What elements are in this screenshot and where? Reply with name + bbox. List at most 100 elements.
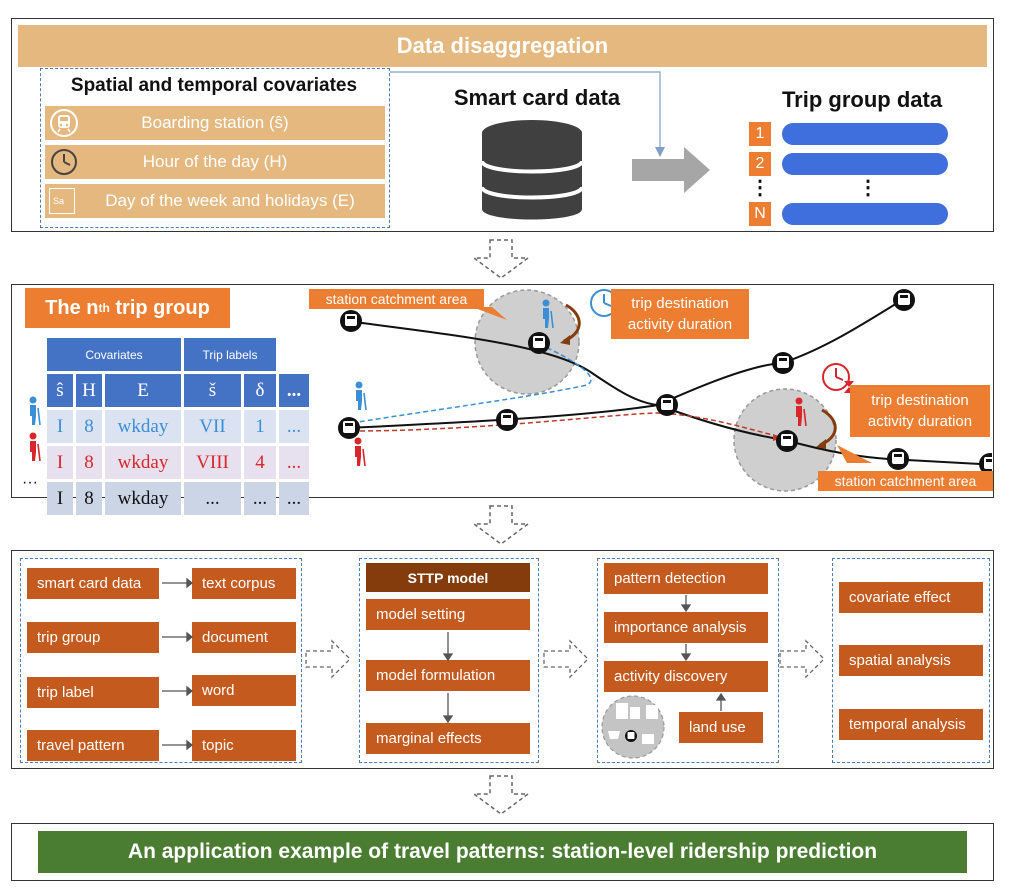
table-cell: 8 <box>76 446 102 479</box>
calendar-icon-text: Sa <box>53 196 65 206</box>
application-banner: An application example of travel pattern… <box>38 831 967 873</box>
sttp-model-title: STTP model <box>366 563 530 592</box>
down-arrow-icon <box>471 505 531 545</box>
table-cell: ... <box>184 482 241 515</box>
table-cell: I <box>47 482 73 515</box>
trip-group-number-2: 2 <box>749 152 771 176</box>
trip-group-bar-1 <box>782 123 948 145</box>
mapping-box: smart card data text corpus trip group d… <box>20 558 302 763</box>
covariates-box: Spatial and temporal covariates Boarding… <box>40 68 390 228</box>
results-box: covariate effect spatial analysis tempor… <box>832 558 990 763</box>
analysis-flow-arrows <box>601 595 727 759</box>
data-disaggregation-panel: Data disaggregation Spatial and temporal… <box>11 18 994 232</box>
sttp-model-box: STTP model model setting model formulati… <box>359 558 539 763</box>
trip-group-title: Trip group data <box>781 87 943 112</box>
model-step: model formulation <box>366 660 530 691</box>
covariate-hour: Hour of the day (H) <box>45 145 385 179</box>
table-cell: ... <box>279 482 309 515</box>
trip-group-table: Covariates Trip labels ŝ H E š δ ... I 8… <box>44 335 312 518</box>
covariate-label: Day of the week and holidays (E) <box>105 191 355 210</box>
covariate-label: Boarding station (ŝ) <box>141 113 289 132</box>
mapping-source: smart card data <box>27 568 159 599</box>
result-item: spatial analysis <box>839 645 983 676</box>
trip-labels-header: Trip labels <box>184 338 276 371</box>
banner-sup: th <box>98 301 110 315</box>
col-header: E <box>105 374 181 407</box>
callout-line: activity duration <box>627 316 733 333</box>
table-cell: 4 <box>244 446 276 479</box>
model-panel: smart card data text corpus trip group d… <box>11 550 994 769</box>
right-arrow-icon <box>543 639 589 679</box>
analysis-step: activity discovery <box>604 661 768 692</box>
table-cell: wkday <box>105 410 181 443</box>
red-elderly-rider-icon <box>795 397 807 427</box>
red-elderly-rider-icon <box>25 432 43 467</box>
covariates-title: Spatial and temporal covariates <box>70 75 358 96</box>
table-row: I 8 wkday VII 1 ... <box>47 410 309 443</box>
table-cell: ... <box>279 410 309 443</box>
trip-map <box>338 289 992 492</box>
col-header: š <box>184 374 241 407</box>
banner-prefix: The n <box>45 296 99 319</box>
down-arrow-icon <box>471 775 531 815</box>
station-icon <box>893 289 915 311</box>
trip-group-bar-2 <box>782 153 948 175</box>
table-cell: 1 <box>244 410 276 443</box>
callout-line: trip destination <box>871 392 969 409</box>
train-icon <box>49 109 79 137</box>
mapping-target: text corpus <box>192 568 296 599</box>
empty-header <box>279 338 309 371</box>
transit-line <box>346 320 659 406</box>
analysis-box: pattern detection importance analysis ac… <box>597 558 779 763</box>
trip-group-bar-n <box>782 203 948 225</box>
station-icon <box>656 394 678 416</box>
station-icon <box>340 310 362 332</box>
station-icon <box>979 453 992 475</box>
mapping-target: topic <box>192 730 296 761</box>
table-row: I 8 wkday ... ... ... <box>47 482 309 515</box>
callout-line: activity duration <box>867 413 973 430</box>
clock-icon <box>49 148 79 176</box>
blue-elderly-rider-icon <box>25 396 43 431</box>
table-cell: VII <box>184 410 241 443</box>
col-header: H <box>76 374 102 407</box>
database-icon <box>477 115 587 227</box>
table-cell: wkday <box>105 446 181 479</box>
trip-destination-callout: trip destination activity duration <box>850 385 990 437</box>
covariate-day: Sa Day of the week and holidays (E) <box>45 184 385 218</box>
station-icon <box>776 430 798 452</box>
model-flow-arrows <box>442 632 454 724</box>
station-icon <box>887 448 909 470</box>
red-trip-path <box>351 412 781 438</box>
table-row: I 8 wkday VIII 4 ... <box>47 446 309 479</box>
red-elderly-rider-icon <box>354 437 366 467</box>
analysis-step: importance analysis <box>604 612 768 643</box>
catchment-area-label: station catchment area <box>818 471 993 491</box>
mapping-target: word <box>192 675 296 706</box>
table-cell: 8 <box>76 410 102 443</box>
model-step: model setting <box>366 599 530 630</box>
callout-line: trip destination <box>631 295 729 312</box>
mapping-target: document <box>192 622 296 653</box>
trip-group-ellipsis-left: ⋮ <box>750 177 770 199</box>
table-cell: 8 <box>76 482 102 515</box>
right-arrow-icon <box>305 639 351 679</box>
result-item: covariate effect <box>839 582 983 613</box>
covariate-boarding-station: Boarding station (ŝ) <box>45 106 385 140</box>
col-header: ŝ <box>47 374 73 407</box>
table-cell: I <box>47 410 73 443</box>
model-step: marginal effects <box>366 723 530 754</box>
trip-group-number-1: 1 <box>749 122 771 146</box>
station-icon <box>772 352 794 374</box>
clock-hourglass-icon <box>822 363 854 393</box>
land-use-box: land use <box>679 712 763 743</box>
row-ellipsis: ··· <box>22 474 38 491</box>
table-cell: I <box>47 446 73 479</box>
covariates-header: Covariates <box>47 338 181 371</box>
table-cell: VIII <box>184 446 241 479</box>
station-icon <box>496 409 518 431</box>
data-disaggregation-banner: Data disaggregation <box>18 25 987 67</box>
application-panel: An application example of travel pattern… <box>11 823 994 881</box>
